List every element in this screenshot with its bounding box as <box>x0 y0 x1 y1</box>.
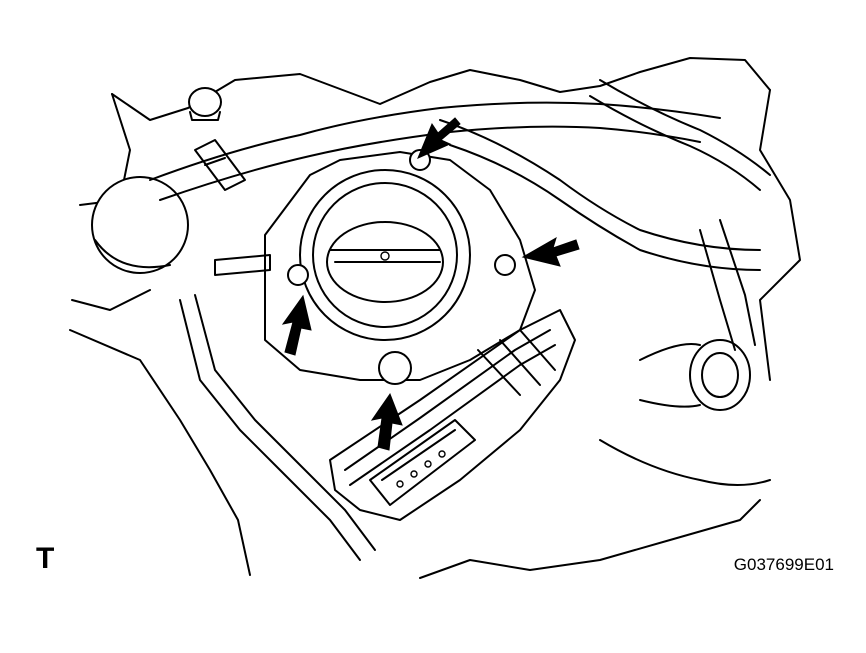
mounting-bolts <box>287 149 516 385</box>
corner-mark: T <box>36 542 55 575</box>
reservoir-cap <box>188 87 222 121</box>
right-hoses <box>599 219 771 486</box>
figure-code: G037699E01 <box>733 555 834 574</box>
electrical-connector <box>369 419 476 506</box>
throttle-body <box>264 151 536 381</box>
arrow-left-bottom <box>281 294 312 356</box>
left-tank <box>91 176 189 274</box>
arrow-right <box>521 236 580 267</box>
arrow-top <box>417 117 461 159</box>
left-pipes <box>179 254 376 561</box>
harness-bracket <box>194 139 246 191</box>
arrow-bottom <box>370 392 403 451</box>
